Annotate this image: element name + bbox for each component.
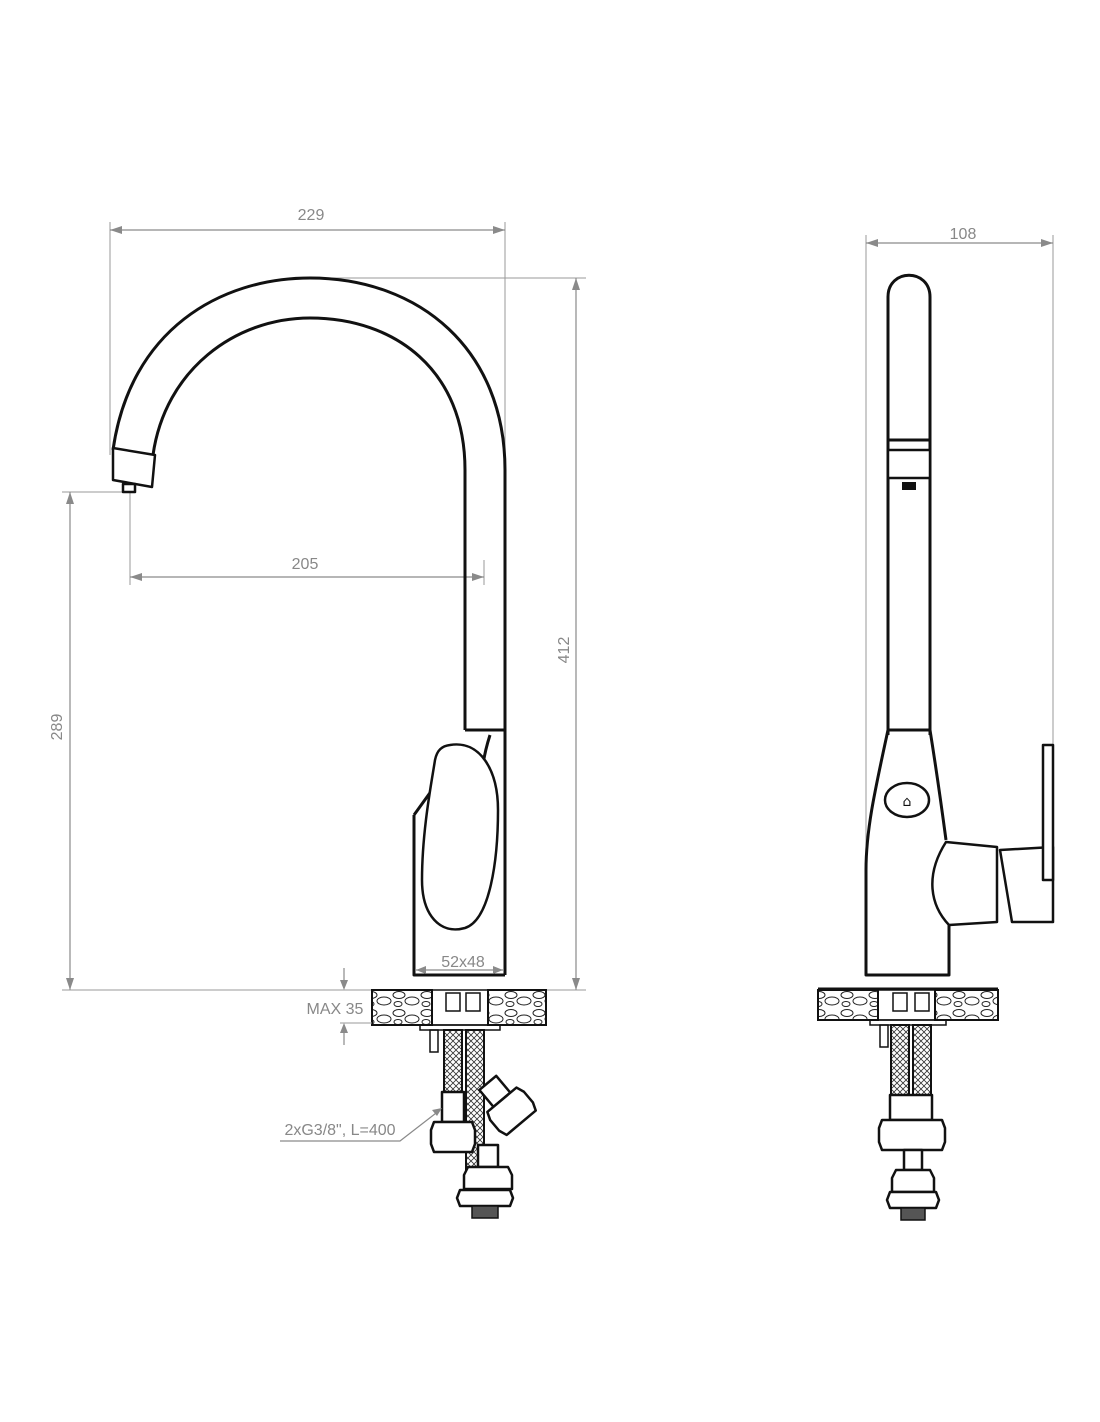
dimension-label-max35: MAX 35 bbox=[307, 1001, 364, 1018]
dimension-label-205: 205 bbox=[292, 556, 319, 573]
front-view: 229 412 205 289 bbox=[49, 207, 586, 1219]
dimension-label-229: 229 bbox=[298, 207, 325, 224]
indicator-cap bbox=[883, 781, 931, 819]
dimension-overall-height: 412 bbox=[310, 277, 586, 990]
hose-spec-label: 2xG3/8", L=400 bbox=[284, 1122, 395, 1139]
hose-callout: 2xG3/8", L=400 bbox=[280, 1108, 442, 1142]
dimension-overall-width: 229 bbox=[109, 207, 506, 470]
thread-end bbox=[471, 1205, 499, 1219]
dimension-base-size: 52x48 bbox=[416, 954, 503, 974]
countertop-left bbox=[371, 989, 433, 1026]
countertop-left-side bbox=[817, 989, 879, 1021]
countertop-right-side bbox=[934, 989, 999, 1021]
aerator bbox=[111, 446, 157, 489]
dimension-label-108: 108 bbox=[950, 226, 977, 243]
spout-side bbox=[886, 273, 932, 735]
faucet-body bbox=[412, 728, 505, 977]
aerator-nozzle bbox=[121, 482, 137, 494]
body-side bbox=[864, 728, 951, 977]
lever-handle[interactable] bbox=[420, 743, 500, 931]
dimension-max-countertop: MAX 35 bbox=[307, 968, 372, 1045]
cartridge-housing bbox=[931, 840, 999, 927]
dimension-spout-reach: 205 bbox=[129, 490, 485, 585]
hose-nut-1 bbox=[429, 1120, 477, 1154]
lever-side[interactable] bbox=[1041, 743, 1055, 882]
spout-outline bbox=[111, 276, 507, 975]
thread-end-side bbox=[900, 1207, 926, 1221]
side-view: 108 ⌂ bbox=[817, 226, 1055, 1221]
handle-base-side[interactable] bbox=[998, 845, 1055, 924]
dimension-label-52x48: 52x48 bbox=[441, 954, 485, 971]
aerator-side bbox=[886, 448, 932, 480]
dimension-spout-height: 289 bbox=[49, 491, 130, 990]
connector-nut bbox=[462, 1165, 514, 1191]
dimension-label-289: 289 bbox=[49, 714, 66, 741]
hot-cold-indicator-icon: ⌂ bbox=[903, 794, 912, 810]
hose-nut-side bbox=[877, 1118, 947, 1152]
dimension-label-412: 412 bbox=[556, 637, 573, 664]
countertop-right bbox=[487, 989, 547, 1026]
hose-nut-2 bbox=[486, 1086, 537, 1137]
